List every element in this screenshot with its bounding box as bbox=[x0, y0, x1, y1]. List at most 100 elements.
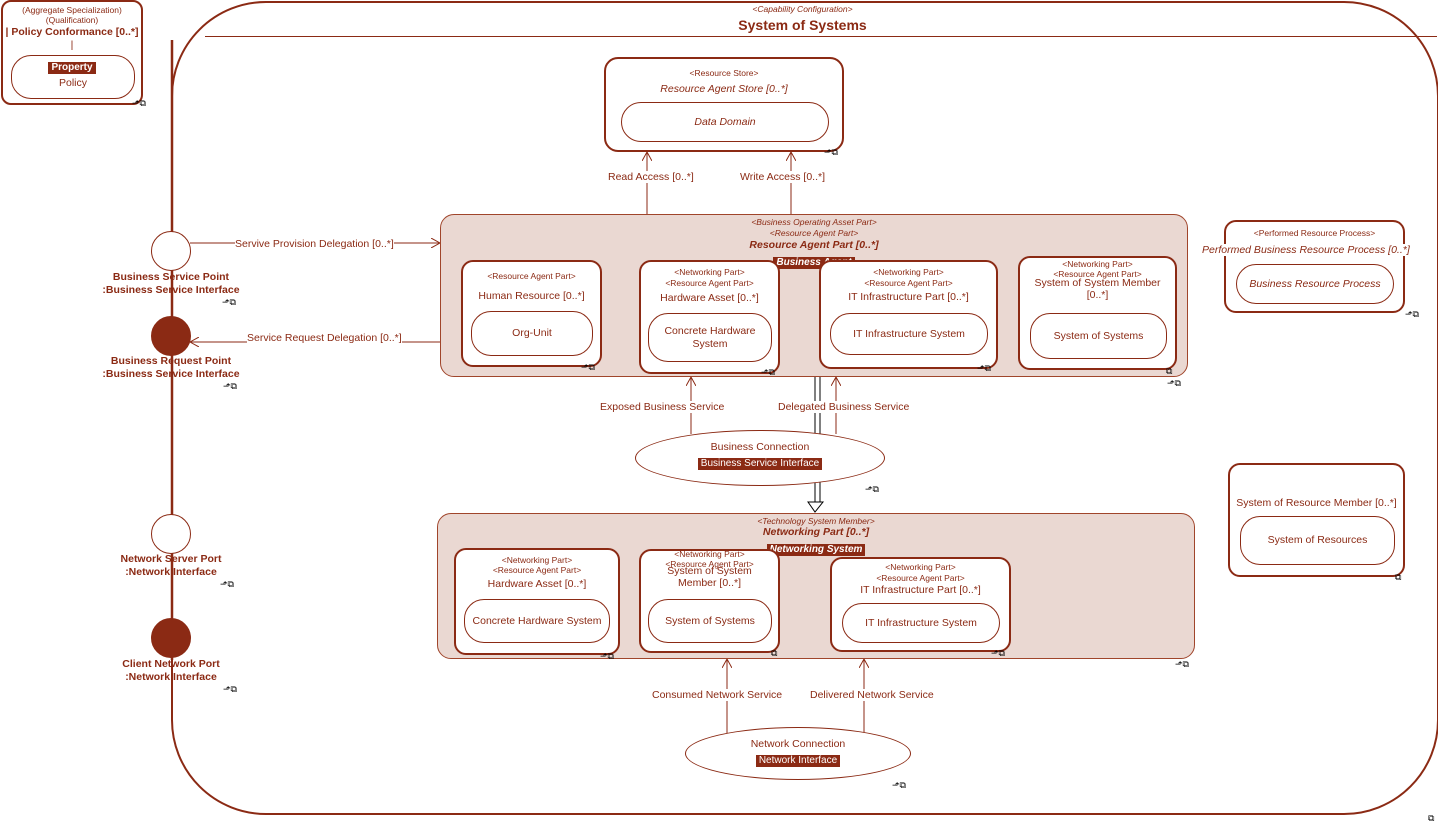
network-server-port-type: :Network Interface bbox=[125, 566, 217, 578]
policy-stereotype-2: (Qualification) bbox=[45, 15, 99, 25]
concrete-hardware-box[interactable]: Concrete Hardware System bbox=[648, 313, 772, 362]
business-request-point-label: Business Request Point :Business Service… bbox=[100, 355, 242, 381]
org-unit-label: Org-Unit bbox=[512, 327, 552, 339]
net-it-stereotype-1: <Networking Part> bbox=[885, 562, 956, 572]
policy-name: | Policy Conformance [0..*] bbox=[5, 26, 139, 38]
sos-member-stereotype-1: <Networking Part> bbox=[1062, 259, 1133, 269]
net-it-system-box[interactable]: IT Infrastructure System bbox=[842, 603, 1000, 643]
delivered-service-label: Delivered Network Service bbox=[810, 689, 934, 701]
client-network-port-name: Client Network Port bbox=[122, 658, 220, 670]
net-it-infra-part[interactable]: <Networking Part> <Resource Agent Part> … bbox=[830, 557, 1011, 652]
sos-member-system-label: System of Systems bbox=[1053, 329, 1144, 342]
policy-conformance-box[interactable]: (Aggregate Specialization) (Qualificatio… bbox=[1, 0, 143, 105]
net-sos-stereotype-2: <Resource Agent Part> bbox=[665, 559, 754, 569]
resource-member-name: System of Resource Member [0..*] bbox=[1236, 497, 1397, 509]
data-domain-label: Data Domain bbox=[694, 115, 756, 128]
root-sub-icon[interactable]: ⧉ bbox=[1428, 813, 1435, 823]
policy-inner-label: Policy bbox=[58, 76, 87, 89]
net-sos-system-box[interactable]: System of Systems bbox=[648, 599, 772, 643]
delegated-service-label: Delegated Business Service bbox=[778, 401, 910, 413]
system-of-resource-member[interactable]: System of Resource Member [0..*] System … bbox=[1228, 463, 1405, 577]
hardware-asset-part[interactable]: <Networking Part> <Resource Agent Part> … bbox=[639, 260, 780, 374]
read-access-label: Read Access [0..*] bbox=[608, 171, 694, 183]
network-server-port-name: Network Server Port bbox=[120, 553, 222, 565]
policy-nav-icon[interactable]: ⬏⧉ bbox=[132, 98, 146, 108]
policy-tag: Property bbox=[48, 62, 96, 74]
agent-part-name: Resource Agent Part [0..*] bbox=[749, 239, 879, 251]
business-connection-nav-icon[interactable]: ⬏⧉ bbox=[865, 484, 879, 494]
process-nav-icon[interactable]: ⬏⧉ bbox=[1405, 309, 1419, 319]
human-resource-nav-icon[interactable]: ⬏⧉ bbox=[581, 362, 595, 372]
store-nav-icon[interactable]: ⬏⧉ bbox=[824, 147, 838, 157]
business-request-point-name: Business Request Point bbox=[110, 355, 232, 367]
port-2-nav-icon[interactable]: ⬏⧉ bbox=[223, 381, 237, 391]
net-hw-stereotype-2: <Resource Agent Part> bbox=[492, 565, 582, 575]
agent-panel-nav-icon[interactable]: ⬏⧉ bbox=[1167, 378, 1181, 388]
network-connection-nav-icon[interactable]: ⬏⧉ bbox=[892, 780, 906, 790]
consumed-service-label: Consumed Network Service bbox=[652, 689, 783, 701]
it-infra-system-label: IT Infrastructure System bbox=[853, 327, 965, 340]
hardware-asset-stereotype-1: <Networking Part> bbox=[674, 267, 745, 277]
port-3-nav-icon[interactable]: ⬏⧉ bbox=[220, 579, 234, 589]
resource-agent-store[interactable]: <Resource Store> Resource Agent Store [0… bbox=[604, 57, 844, 152]
sos-member-system-box[interactable]: System of Systems bbox=[1030, 313, 1167, 359]
service-provision-label: Servive Provision Delegation [0..*] bbox=[235, 238, 394, 250]
business-request-point-type: :Business Service Interface bbox=[102, 368, 240, 380]
data-domain-box[interactable]: Data Domain bbox=[621, 102, 829, 142]
network-interface-tag: Network Interface bbox=[755, 755, 841, 767]
agent-stereotype-1: <Business Operating Asset Part> bbox=[751, 217, 877, 227]
port-1-nav-icon[interactable]: ⬏⧉ bbox=[222, 297, 236, 307]
net-hw-name: Hardware Asset [0..*] bbox=[487, 578, 587, 590]
system-of-system-member-part[interactable]: <Networking Part> <Resource Agent Part> … bbox=[1018, 256, 1177, 370]
performed-resource-process[interactable]: <Performed Resource Process> Performed B… bbox=[1202, 220, 1410, 313]
business-service-interface-tag: Business Service Interface bbox=[696, 457, 824, 471]
business-service-point-port[interactable] bbox=[151, 231, 191, 271]
exposed-service-label: Exposed Business Service bbox=[600, 401, 725, 413]
it-infrastructure-part[interactable]: <Networking Part> <Resource Agent Part> … bbox=[819, 260, 998, 369]
business-connection[interactable]: Business Connection Business Service Int… bbox=[635, 430, 885, 486]
concrete-hardware-label: Concrete Hardware System bbox=[664, 324, 756, 350]
network-connection[interactable]: Network Connection Network Interface bbox=[685, 727, 911, 780]
sos-member-stereotype-2: <Resource Agent Part> bbox=[1053, 269, 1142, 279]
net-it-stereotype-2: <Resource Agent Part> bbox=[876, 573, 965, 583]
business-resource-process-box[interactable]: Business Resource Process bbox=[1236, 264, 1394, 304]
process-name: Performed Business Resource Process [0..… bbox=[1202, 244, 1410, 256]
network-part-name: Networking Part [0..*] bbox=[762, 526, 870, 538]
net-sos-sub-icon[interactable]: ⧉ bbox=[771, 648, 778, 658]
it-infra-stereotype-2: <Resource Agent Part> bbox=[864, 278, 953, 288]
net-concrete-hardware-box[interactable]: Concrete Hardware System bbox=[464, 599, 610, 643]
it-infra-nav-icon[interactable]: ⬏⧉ bbox=[977, 363, 991, 373]
sos-member-sub-icon[interactable]: ⧉ bbox=[1166, 366, 1173, 376]
root-title: System of Systems bbox=[738, 17, 867, 33]
service-request-label: Service Request Delegation [0..*] bbox=[247, 332, 402, 344]
net-sos-member-part[interactable]: <Networking Part> <Resource Agent Part> … bbox=[639, 549, 780, 653]
net-hw-nav-icon[interactable]: ⬏⧉ bbox=[600, 651, 614, 661]
network-panel-nav-icon[interactable]: ⬏⧉ bbox=[1175, 659, 1189, 669]
client-network-port[interactable] bbox=[151, 618, 191, 658]
policy-bar: | bbox=[70, 39, 74, 51]
network-server-port-label: Network Server Port :Network Interface bbox=[100, 553, 242, 579]
it-infra-stereotype-1: <Networking Part> bbox=[873, 267, 944, 277]
human-resource-stereotype: <Resource Agent Part> bbox=[487, 271, 576, 281]
it-infra-name: IT Infrastructure Part [0..*] bbox=[848, 291, 969, 303]
net-sos-name: System of System Member [0..*] bbox=[667, 565, 752, 589]
it-infra-system-box[interactable]: IT Infrastructure System bbox=[830, 313, 988, 355]
human-resource-name: Human Resource [0..*] bbox=[478, 290, 585, 302]
net-hardware-asset-part[interactable]: <Networking Part> <Resource Agent Part> … bbox=[454, 548, 620, 655]
business-resource-process-label: Business Resource Process bbox=[1249, 277, 1381, 290]
business-request-point-port[interactable] bbox=[151, 316, 191, 356]
port-4-nav-icon[interactable]: ⬏⧉ bbox=[223, 684, 237, 694]
network-server-port[interactable] bbox=[151, 514, 191, 554]
business-connection-name: Business Connection bbox=[710, 441, 810, 453]
store-stereotype: <Resource Store> bbox=[689, 68, 759, 78]
sos-member-name: System of System Member [0..*] bbox=[1034, 277, 1161, 301]
human-resource-part[interactable]: <Resource Agent Part> Human Resource [0.… bbox=[461, 260, 602, 367]
system-of-resources-box[interactable]: System of Resources bbox=[1240, 516, 1395, 565]
hardware-asset-nav-icon[interactable]: ⬏⧉ bbox=[761, 367, 775, 377]
business-service-point-name: Business Service Point bbox=[112, 271, 230, 283]
write-access-label: Write Access [0..*] bbox=[740, 171, 825, 183]
net-it-nav-icon[interactable]: ⬏⧉ bbox=[991, 648, 1005, 658]
resource-member-sub-icon[interactable]: ⧉ bbox=[1395, 572, 1402, 582]
org-unit-box[interactable]: Org-Unit bbox=[471, 311, 593, 356]
net-concrete-hardware-label: Concrete Hardware System bbox=[472, 614, 602, 627]
